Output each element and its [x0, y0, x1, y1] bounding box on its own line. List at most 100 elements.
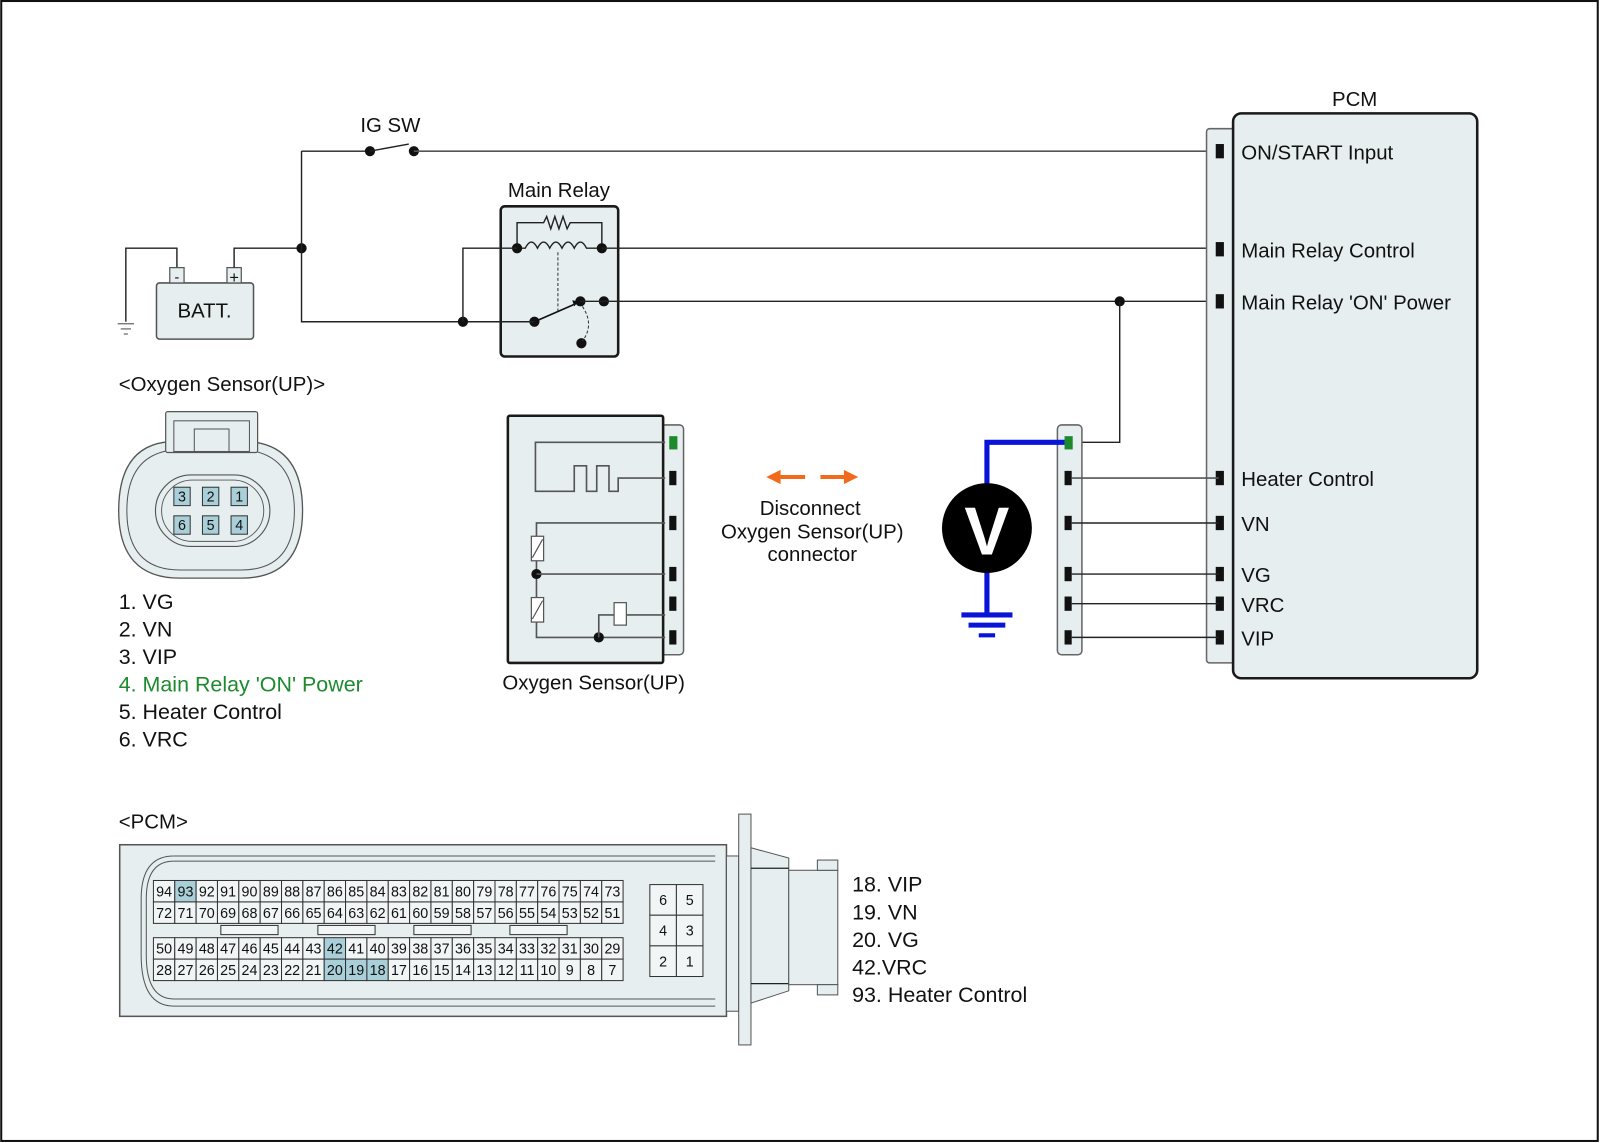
pcm-pin-number: 7	[608, 963, 616, 979]
pcm-pin-cell	[601, 901, 624, 924]
pcm-pin-number: 90	[242, 884, 258, 900]
oxygen-sensor-pin-item: 4. Main Relay 'ON' Power	[119, 673, 363, 697]
pcm-pin-number: 47	[220, 942, 236, 958]
pcm-pin-number: 37	[434, 942, 450, 958]
battery: - + BATT.	[117, 247, 255, 340]
key-slot	[317, 924, 376, 936]
pcm-pin-number: 41	[348, 942, 364, 958]
pcm-connector-pin-item: 42.VRC	[852, 955, 927, 979]
oxygen-sensor-pin-item: 3. VIP	[119, 645, 177, 669]
pcm-pin-number: 39	[391, 942, 407, 958]
pcm-pin-main-relay-control: Main Relay Control	[1241, 240, 1415, 262]
ground-icon	[117, 323, 135, 335]
main-relay: Main Relay	[499, 180, 620, 358]
svg-text:1: 1	[235, 490, 243, 506]
main-relay-label: Main Relay	[508, 180, 611, 202]
pcm-pin-number: 9	[566, 963, 574, 979]
pcm-pin-number: 51	[604, 906, 620, 922]
voltmeter: V	[941, 439, 1065, 638]
pcm-pin-number: 64	[327, 906, 343, 922]
pcm-small-pin-number: 3	[686, 924, 694, 940]
pcm-pin-number: 23	[263, 963, 279, 979]
pcm-pin-number: 42	[327, 942, 343, 958]
pcm-pin-number: 38	[412, 942, 428, 958]
pcm-pin-number: 29	[604, 942, 620, 958]
pcm-pin-on-start-input: ON/START Input	[1241, 142, 1393, 164]
pcm-pin-number: 81	[434, 884, 450, 900]
pcm-connector-pin-item: 18. VIP	[852, 873, 922, 897]
harness-pin-main-relay-power[interactable]	[1064, 436, 1073, 450]
ig-switch-label: IG SW	[360, 115, 421, 137]
svg-text:4: 4	[235, 518, 243, 534]
pcm-pin-number: 71	[177, 906, 193, 922]
pcm-pin-number: 62	[370, 906, 386, 922]
voltmeter-symbol: V	[964, 495, 1009, 570]
pcm-pin-number: 67	[263, 906, 279, 922]
oxygen-sensor-pin-item: 2. VN	[119, 617, 173, 641]
pcm-pin-number: 48	[199, 942, 215, 958]
pcm-pin-number: 79	[476, 884, 492, 900]
key-slot	[509, 924, 568, 936]
instruction-line-3: connector	[767, 544, 857, 566]
pcm-pin-number: 33	[519, 942, 535, 958]
pcm-pin-number: 56	[498, 906, 514, 922]
pcm-pin-number: 59	[434, 906, 450, 922]
pcm-pin-number: 30	[583, 942, 599, 958]
pcm-pin-number: 76	[540, 884, 556, 900]
pcm-pin-vn: VN	[1241, 514, 1269, 536]
pcm-connector-pin-item: 19. VN	[852, 900, 918, 924]
connector-pin-2: 2	[201, 486, 220, 507]
pcm-pin-number: 15	[434, 963, 450, 979]
key-slot	[220, 924, 279, 936]
sensor-pin-main-relay-power[interactable]	[669, 436, 678, 450]
pcm-small-pin-number: 5	[686, 893, 694, 909]
oxygen-sensor-pin-item: 6. VRC	[119, 728, 188, 752]
pcm-small-pin-cell	[675, 945, 704, 978]
pcm-pin-number: 68	[242, 906, 258, 922]
pcm-pin-number: 65	[306, 906, 322, 922]
pcm-pin-number: 84	[370, 884, 386, 900]
pcm-pin-number: 55	[519, 906, 535, 922]
pcm-pin-vrc: VRC	[1241, 595, 1284, 617]
battery-pos-terminal: +	[229, 269, 239, 287]
pcm-small-pin-cell	[649, 945, 677, 978]
pcm-pin-number: 26	[199, 963, 215, 979]
pcm-pin-number: 45	[263, 942, 279, 958]
pcm-pin-number: 85	[348, 884, 364, 900]
pcm-pin-number: 11	[520, 963, 535, 979]
pcm-small-pin-number: 2	[659, 954, 667, 970]
pcm-pin-number: 91	[220, 884, 236, 900]
pcm-small-pin-number: 4	[659, 924, 667, 940]
pcm-small-pin-number: 1	[686, 954, 694, 970]
pcm-pin-number: 27	[177, 963, 193, 979]
oxygen-sensor-pin-item: 1. VG	[119, 590, 174, 614]
pcm-pin-number: 36	[455, 942, 471, 958]
pcm-pin-number: 73	[604, 884, 620, 900]
pcm-pin-number: 22	[284, 963, 300, 979]
pcm-connector-title: <PCM>	[119, 811, 188, 833]
pcm-pin-number: 63	[348, 906, 364, 922]
battery-neg-terminal: -	[175, 270, 180, 286]
pcm-connector-pin-item: 93. Heater Control	[852, 983, 1027, 1007]
oxygen-sensor-label: Oxygen Sensor(UP)	[502, 672, 685, 694]
pcm-pin-number: 82	[412, 884, 428, 900]
voltmeter-icon	[941, 483, 1032, 574]
pcm-pin-number: 34	[498, 942, 514, 958]
pcm-pin-number: 12	[498, 963, 514, 979]
pcm-pin-number: 13	[476, 963, 492, 979]
pcm-pin-vg: VG	[1241, 565, 1270, 587]
pcm-pin-number: 60	[412, 906, 428, 922]
oxygen-sensor-component: Oxygen Sensor(UP)	[502, 414, 685, 694]
pcm-pin-number: 8	[587, 963, 595, 979]
connector-pin-6: 6	[173, 515, 191, 535]
connector-pin-4: 4	[230, 515, 248, 535]
pcm-block: PCM ON/START Input Main Relay Control Ma…	[1205, 89, 1479, 680]
connector-pin-1: 1	[230, 486, 248, 507]
svg-text:6: 6	[178, 518, 186, 534]
connector-pin-3: 3	[173, 486, 191, 507]
double-arrow-icon	[766, 469, 859, 485]
disconnect-instruction: Disconnect Oxygen Sensor(UP) connector	[721, 469, 904, 566]
pcm-pin-number: 40	[370, 942, 386, 958]
